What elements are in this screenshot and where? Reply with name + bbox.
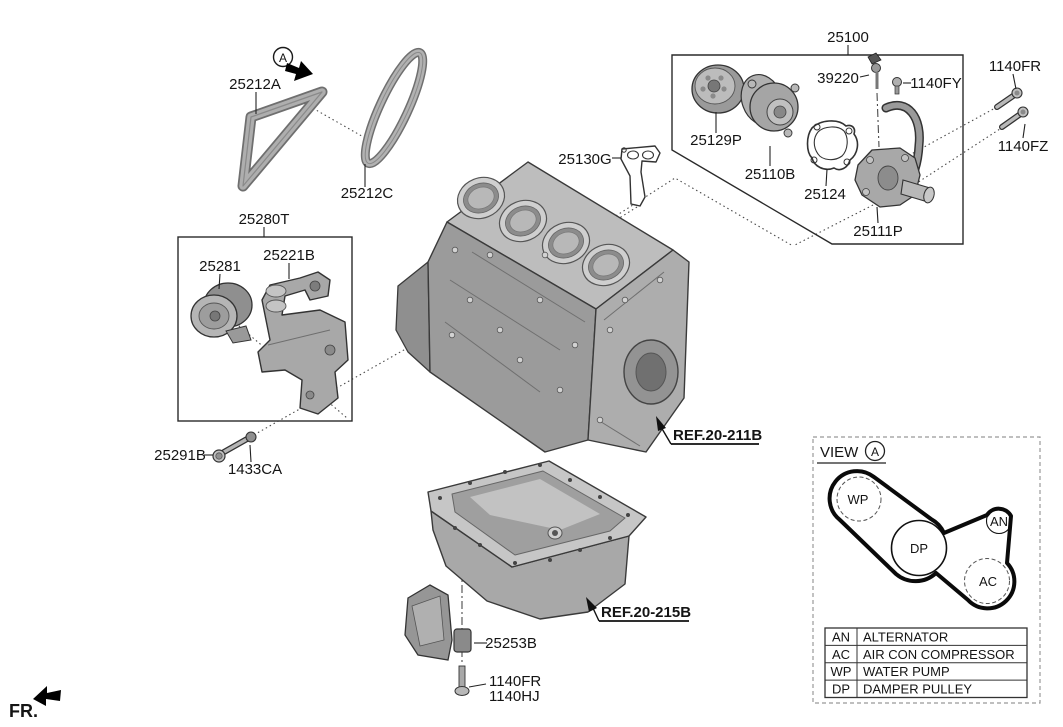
pan-flange-holes (438, 463, 630, 565)
view-a-title: VIEW (820, 444, 859, 461)
label-25253b: 25253B (485, 635, 537, 652)
mount-bracket-illustration (257, 271, 349, 415)
bracket-25253b-face (411, 595, 445, 647)
block-ribs (444, 251, 665, 447)
detail-a-circle (272, 46, 294, 68)
ref-oil-pan-label: REF.20-215B (601, 604, 691, 621)
pulley-ac-label: AC (979, 574, 997, 589)
serpentine-belt-path (827, 469, 1017, 611)
coolant-housing-illustration (854, 101, 935, 208)
legend-row-wp: WP WATER PUMP (831, 664, 950, 679)
cylinder-bores (456, 176, 631, 287)
tensioner-bolt-illustration (212, 436, 250, 463)
belt-link-line (308, 105, 368, 140)
block-bosses (448, 246, 664, 424)
legend-row-dp: DP DAMPER PULLEY (832, 682, 972, 697)
pulley-an-label: AN (990, 514, 1008, 529)
label-25129p: 25129P (690, 132, 742, 149)
ref-cylinder-block-callout: REF.20-211B (656, 416, 762, 445)
ref-cylinder-block-label: REF.20-211B (673, 427, 762, 444)
cylinder-block-illustration (395, 161, 690, 453)
tensioner-kit-box (177, 236, 353, 422)
label-1140fr-pan: 1140FR (489, 673, 541, 690)
legend-row-an: AN ALTERNATOR (832, 630, 948, 645)
bolt-fy-illustration (892, 77, 902, 95)
pan-drain-hole (552, 530, 558, 536)
label-1140fr-top: 1140FR (989, 58, 1041, 75)
pan-bolt-shaft (458, 665, 466, 689)
label-25124: 25124 (804, 186, 846, 203)
pulley-dp-circle (890, 519, 948, 577)
oil-pan-illustration (427, 460, 647, 620)
legend-code-ac: AC (832, 647, 850, 662)
pulley-wp-circle (836, 476, 882, 522)
bracket-bushing (453, 628, 472, 653)
label-25212c: 25212C (341, 185, 394, 202)
belt-25212a (237, 86, 328, 192)
label-25212a: 25212A (229, 76, 281, 93)
legend-table: AN ALTERNATOR AC AIR CON COMPRESSOR WP W… (824, 627, 1028, 699)
legend-code-wp: WP (831, 664, 852, 679)
pipe-bracket-illustration (404, 584, 472, 696)
front-marker: FR. (9, 686, 61, 721)
pulley-wp-label: WP (848, 492, 869, 507)
legend-code-dp: DP (832, 682, 850, 697)
sensor-axis (876, 92, 880, 148)
pump-assy-box (671, 54, 964, 245)
legend-row-ac: AC AIR CON COMPRESSOR (832, 647, 1015, 662)
view-a-marker-circle (864, 440, 886, 462)
legend-name-ac: AIR CON COMPRESSOR (863, 647, 1015, 662)
detail-a-arrow-icon (285, 61, 313, 81)
legend-code-an: AN (832, 630, 850, 645)
front-arrow-icon (33, 686, 61, 706)
detail-a-letter: A (279, 51, 287, 65)
label-1140fy: 1140FY (910, 75, 961, 92)
pump-pulley-illustration (691, 64, 745, 114)
label-25280t: 25280T (239, 211, 290, 228)
label-25291b: 25291B (154, 447, 206, 464)
label-25281: 25281 (199, 258, 241, 275)
label-39220: 39220 (817, 70, 859, 87)
pulley-dp-label: DP (910, 541, 928, 556)
pan-bolt-head (454, 686, 470, 696)
view-a-marker-letter: A (871, 445, 879, 459)
front-marker-label: FR. (9, 701, 38, 721)
legend-row-lines (825, 644, 1027, 681)
leader-lines (204, 45, 1026, 688)
label-25130g: 25130G (558, 151, 611, 168)
pump-gasket-illustration (806, 120, 859, 171)
legend-name-an: ALTERNATOR (863, 630, 948, 645)
bolt-fr-top-illustration (994, 87, 1023, 110)
ref-oil-pan-callout: REF.20-215B (586, 597, 691, 622)
boltfr-leader-line (883, 106, 998, 170)
tensioner-nut-illustration (245, 431, 257, 443)
box-projection-line-2 (792, 204, 874, 247)
temp-sensor-illustration (867, 52, 882, 89)
label-25111p: 25111P (853, 223, 903, 240)
view-a-panel: VIEW A WP DP AN AC AN ALTERNATOR AC AIR … (812, 436, 1041, 704)
tensioner-pulley-illustration (190, 282, 253, 344)
view-a-border (812, 436, 1041, 704)
label-1140hj-pan: 1140HJ (489, 688, 540, 705)
pulley-ac-circle (964, 558, 1010, 604)
legend-name-dp: DAMPER PULLEY (863, 682, 972, 697)
pan-floor-highlight (470, 479, 600, 530)
water-pump-illustration (740, 74, 800, 138)
label-1433ca: 1433CA (228, 461, 282, 478)
pipe-gasket-illustration (620, 145, 661, 207)
belt-25212c (360, 47, 428, 169)
legend-name-wp: WATER PUMP (863, 664, 950, 679)
label-25221b: 25221B (263, 247, 315, 264)
label-25100: 25100 (827, 29, 869, 46)
block-nut-line (251, 320, 456, 437)
block-left-lump (395, 261, 431, 373)
label-25110b: 25110B (745, 166, 796, 183)
bolt-fz-illustration (999, 106, 1029, 130)
timing-cover-bore (635, 352, 667, 392)
label-1140fz: 1140FZ (998, 138, 1049, 155)
